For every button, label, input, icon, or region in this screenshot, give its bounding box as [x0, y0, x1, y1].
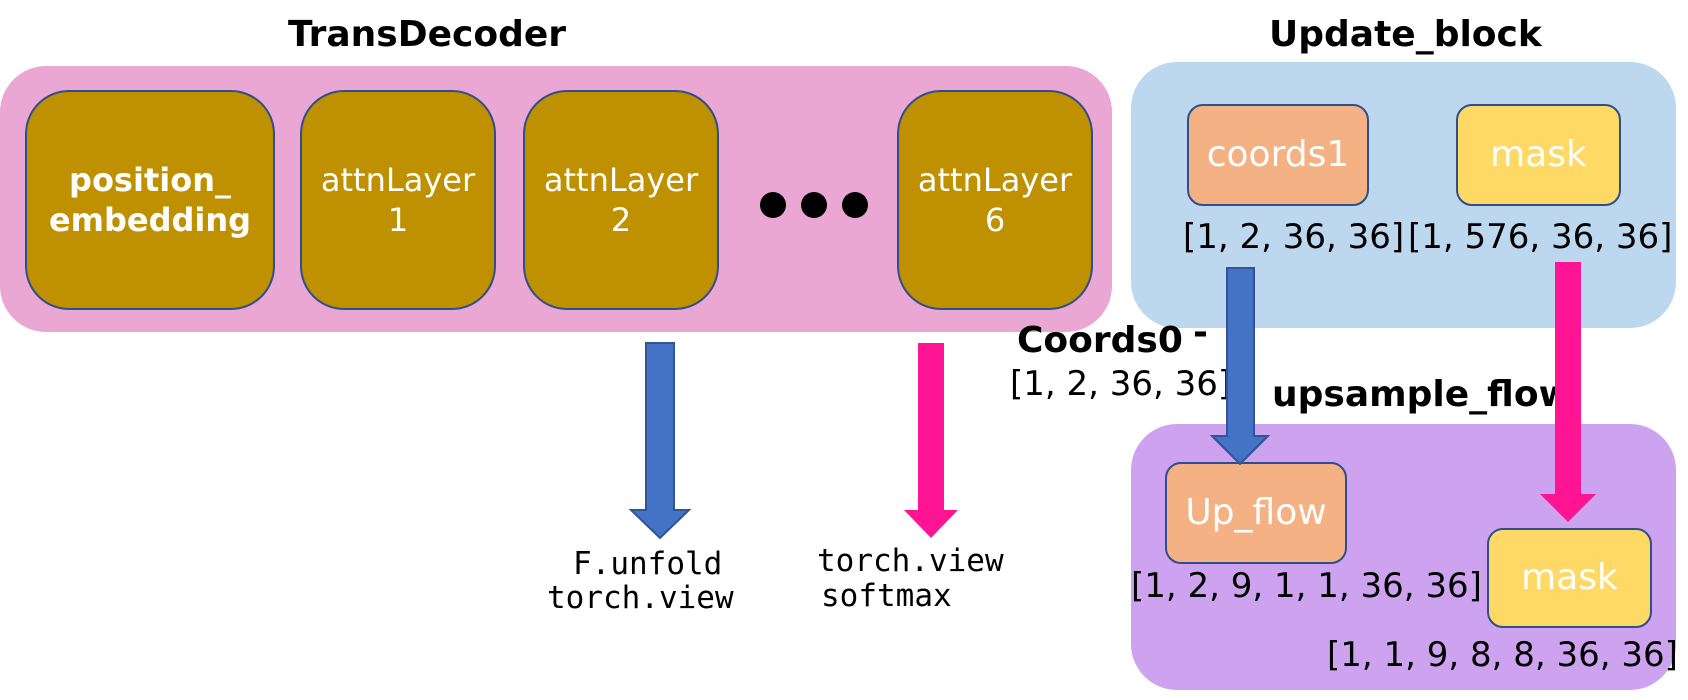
- position-embedding-line1: position_: [69, 161, 231, 199]
- upsample-mask-label: mask: [1521, 557, 1618, 598]
- up-flow-block: Up_flow: [1165, 462, 1347, 564]
- upsample-mask-shape: [1, 1, 9, 8, 8, 36, 36]: [1327, 635, 1678, 675]
- attn-layer-6-line2: 6: [984, 201, 1006, 239]
- position-embedding-line2: embedding: [48, 201, 252, 239]
- coords1-block: coords1: [1187, 104, 1369, 206]
- position-embedding-block: position_ embedding: [25, 90, 275, 310]
- coords0-shape: [1, 2, 36, 36]: [1010, 364, 1232, 404]
- transdecoder-title: TransDecoder: [288, 14, 567, 55]
- update-mask-shape: [1, 576, 36, 36]: [1408, 217, 1673, 257]
- up-flow-label: Up_flow: [1185, 492, 1327, 533]
- attn-layer-1-line1: attnLayer: [320, 161, 476, 199]
- update-mask-label: mask: [1490, 134, 1587, 175]
- blue-op-line2: torch.view: [547, 580, 734, 616]
- attn-layer-6-line1: attnLayer: [917, 161, 1073, 199]
- upsample-mask-block: mask: [1487, 528, 1652, 628]
- up-flow-shape: [1, 2, 9, 1, 1, 36, 36]: [1131, 566, 1482, 606]
- blue-op-line1: F.unfold: [573, 546, 723, 582]
- coords1-label: coords1: [1206, 134, 1350, 175]
- coords0-label: Coords0: [1017, 320, 1183, 361]
- upsample-flow-title: upsample_flow: [1272, 374, 1572, 415]
- attn-layer-1-line2: 1: [387, 201, 409, 239]
- pink-op-line2: softmax: [821, 578, 952, 614]
- update-mask-block: mask: [1456, 104, 1621, 206]
- pink-op-line1: torch.view: [817, 543, 1004, 579]
- update-block-title: Update_block: [1269, 14, 1542, 55]
- attn-layer-2-line1: attnLayer: [543, 161, 699, 199]
- coords0-minus: -: [1193, 312, 1208, 353]
- attn-layer-2-line2: 2: [610, 201, 632, 239]
- attn-layer-6-block: attnLayer 6: [897, 90, 1093, 310]
- attn-layer-1-block: attnLayer 1: [300, 90, 496, 310]
- coords1-shape: [1, 2, 36, 36]: [1183, 217, 1405, 257]
- attn-layer-2-block: attnLayer 2: [523, 90, 719, 310]
